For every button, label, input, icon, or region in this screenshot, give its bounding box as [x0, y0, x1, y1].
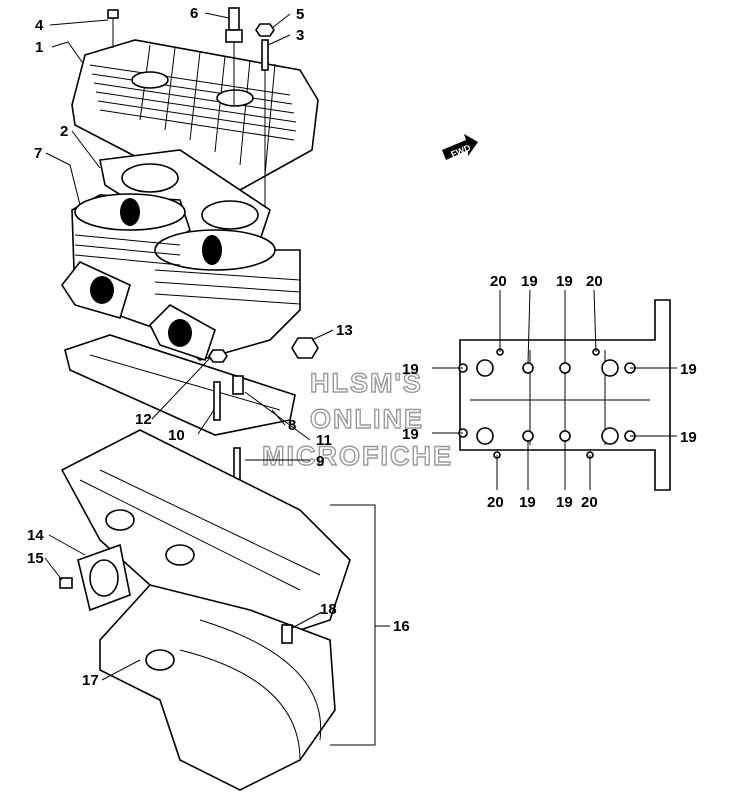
intake-flange	[77, 543, 131, 612]
dowel-pin	[232, 375, 244, 395]
callout-20-bottom-right: 20	[581, 494, 598, 511]
callout-19-bottom-1: 19	[519, 494, 536, 511]
forward-label: FWD	[449, 142, 472, 159]
callout-19-top-2: 19	[556, 273, 573, 290]
head-bolt	[107, 9, 119, 48]
callout-19-top-1: 19	[521, 273, 538, 290]
crankcase-dowel	[281, 624, 293, 644]
callout-15: 15	[27, 550, 44, 567]
cylinder-block	[61, 193, 301, 362]
head-gasket	[99, 149, 271, 246]
callout-numbers: 1 4 6 5 3 2 7 13 12 8 10 11 9 14 15 18 1…	[27, 5, 697, 689]
callout-2: 2	[60, 123, 68, 140]
watermark-line-1: HLSM'S	[310, 368, 423, 398]
flange-nut	[291, 337, 319, 359]
callout-19-right-lower: 19	[680, 429, 697, 446]
callout-17: 17	[82, 672, 99, 689]
callout-6: 6	[190, 5, 198, 22]
callout-7: 7	[34, 145, 42, 162]
callout-11: 11	[316, 432, 332, 449]
callout-9: 9	[316, 453, 324, 470]
watermark-line-3: MICROFICHE	[262, 441, 453, 471]
watermark: HLSM'S ONLINE MICROFICHE	[261, 367, 453, 471]
callout-20-top-left: 20	[490, 273, 507, 290]
head-stud	[261, 39, 269, 210]
spark-plug	[225, 7, 243, 105]
crankcase-top-view	[458, 299, 671, 491]
callout-19-bottom-2: 19	[556, 494, 573, 511]
callout-3: 3	[296, 27, 304, 44]
base-gasket	[64, 334, 296, 436]
callout-8: 8	[288, 417, 296, 434]
callout-13: 13	[336, 322, 353, 339]
callout-18: 18	[320, 601, 337, 618]
stud-nut	[208, 349, 228, 363]
stud-short	[213, 381, 221, 421]
crankcase-lower	[99, 584, 336, 791]
callout-19-right-upper: 19	[680, 361, 697, 378]
callout-20-top-right: 20	[586, 273, 603, 290]
watermark-line-2: ONLINE	[310, 404, 424, 434]
callout-20-bottom-left: 20	[487, 494, 504, 511]
callout-12: 12	[135, 411, 152, 428]
callout-19-left-upper: 19	[402, 361, 419, 378]
callout-1: 1	[35, 39, 43, 56]
callout-19-left-lower: 19	[402, 426, 419, 443]
callout-4: 4	[35, 17, 44, 34]
callout-10: 10	[168, 427, 185, 444]
callout-5: 5	[296, 6, 304, 23]
head-nut	[255, 23, 275, 37]
crankcase-upper	[60, 429, 351, 641]
cylinder-head	[71, 39, 319, 191]
flange-bolt	[59, 577, 73, 589]
forward-arrow-icon: FWD	[442, 134, 478, 160]
leader-lines	[44, 12, 677, 746]
callout-16: 16	[393, 618, 410, 635]
callout-14: 14	[27, 527, 44, 544]
